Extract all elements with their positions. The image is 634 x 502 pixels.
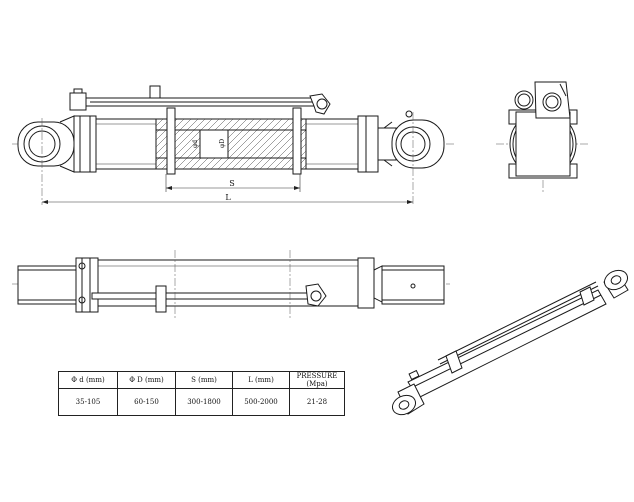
rear-mount-block (17, 265, 77, 305)
hatch-line (155, 118, 206, 169)
front-mount-block (381, 265, 445, 305)
table-cell: 300-1800 (175, 388, 233, 416)
hydraulic-tube (91, 292, 311, 300)
hatch-line (203, 118, 255, 170)
stroke-dimension (165, 174, 301, 192)
hydraulic-tube (69, 85, 331, 115)
stroke-label: S (229, 179, 234, 188)
hatch-line (245, 118, 297, 170)
rear-end-cap (73, 115, 97, 173)
piston-section (155, 118, 307, 170)
hatch-line (238, 118, 290, 170)
hatch-line (155, 118, 164, 127)
hatch-line (210, 118, 262, 170)
cylinder-isometric-view (391, 269, 629, 416)
hatch-line (224, 118, 276, 170)
specification-table: Φ d (mm) Φ D (mm) S (mm) L (mm) PRESSURE… (58, 371, 345, 416)
table-header-cell: S (mm) (175, 371, 233, 389)
tube-clamp (292, 107, 302, 175)
table-row: 35-105 60-150 300-1800 500-2000 21-28 (58, 388, 345, 416)
rod-diameter-label: φd (192, 140, 199, 148)
cylinder-section-view: φd φD (12, 85, 455, 205)
cylinder-side-view (12, 250, 450, 320)
table-header-cell: PRESSURE (Mpa) (289, 371, 345, 389)
hatch-line (231, 118, 283, 170)
table-cell: 60-150 (117, 388, 176, 416)
front-gland (357, 115, 379, 173)
table-header-cell: Φ D (mm) (117, 371, 176, 389)
hatch-line (168, 118, 220, 170)
table-cell: 35-105 (58, 388, 118, 416)
hatch-line (217, 118, 269, 170)
front-gland (357, 257, 375, 309)
table-header-cell: L (mm) (232, 371, 290, 389)
tube-clamp (166, 107, 176, 175)
hatch-line (301, 164, 307, 170)
tube-fitting (305, 283, 327, 307)
overall-length-dimension (42, 200, 413, 204)
table-header-cell: Φ d (mm) (58, 371, 118, 389)
table-cell: 21-28 (289, 388, 345, 416)
tube-clamp (155, 285, 167, 313)
front-clevis-eye (391, 110, 445, 205)
table-cell: 500-2000 (232, 388, 290, 416)
hatch-line (155, 118, 199, 162)
rear-clevis-eye (17, 115, 75, 205)
length-label: L (225, 193, 231, 202)
cylinder-end-view (496, 81, 590, 192)
bore-diameter-label: φD (219, 139, 226, 148)
table-header-row: Φ d (mm) Φ D (mm) S (mm) L (mm) PRESSURE… (58, 371, 345, 389)
